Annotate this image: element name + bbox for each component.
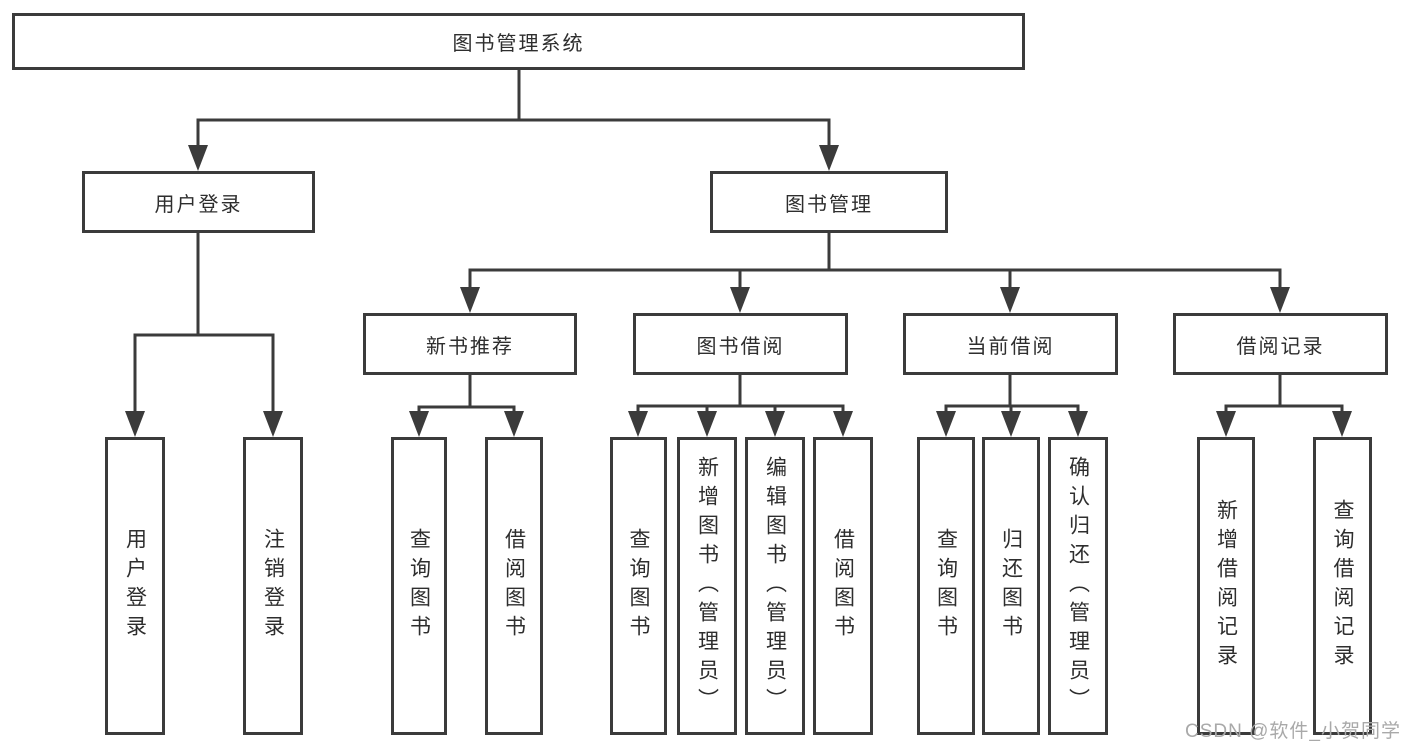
leaf-borrow-books-recommend-label: 借阅图书 xyxy=(502,528,526,644)
leaf-query-books-borrowing-label: 查询图书 xyxy=(627,528,650,644)
node-book-borrowing: 图书借阅 xyxy=(633,313,848,375)
leaf-confirm-return-admin-label: 确认归还（管理员） xyxy=(1066,455,1090,717)
node-current-borrowing: 当前借阅 xyxy=(903,313,1118,375)
node-root-label: 图书管理系统 xyxy=(452,33,585,55)
leaf-borrow-books-recommend: 借阅图书 xyxy=(485,437,543,735)
leaf-user-login: 用户登录 xyxy=(105,437,165,735)
leaf-return-books: 归还图书 xyxy=(982,437,1040,735)
leaf-borrow-books-borrowing-label: 借阅图书 xyxy=(831,528,855,644)
leaf-add-book-admin: 新增图书（管理员） xyxy=(677,437,737,735)
leaf-logout-label: 注销登录 xyxy=(261,528,285,644)
leaf-user-login-label: 用户登录 xyxy=(123,528,147,644)
leaf-return-books-label: 归还图书 xyxy=(999,528,1023,644)
node-book-management: 图书管理 xyxy=(710,171,948,233)
leaf-add-borrow-record: 新增借阅记录 xyxy=(1197,437,1255,735)
leaf-query-borrow-record: 查询借阅记录 xyxy=(1313,437,1372,735)
node-book-borrowing-label: 图书借阅 xyxy=(696,335,785,358)
leaf-query-books-recommend: 查询图书 xyxy=(391,437,447,735)
node-borrowing-records: 借阅记录 xyxy=(1173,313,1388,375)
edge-borrowing-split xyxy=(636,404,845,416)
node-user-login: 用户登录 xyxy=(82,171,315,233)
leaf-add-borrow-record-label: 新增借阅记录 xyxy=(1214,499,1238,673)
leaf-edit-book-admin-label: 编辑图书（管理员） xyxy=(763,455,787,717)
edge-bookmgmt-split xyxy=(468,268,1282,292)
leaf-edit-book-admin: 编辑图书（管理员） xyxy=(745,437,805,735)
node-borrowing-records-label: 借阅记录 xyxy=(1236,335,1325,358)
edge-userlogin-split xyxy=(133,333,275,414)
edge-records-split xyxy=(1224,404,1344,416)
leaf-borrow-books-borrowing: 借阅图书 xyxy=(813,437,873,735)
leaf-add-book-admin-label: 新增图书（管理员） xyxy=(695,455,719,717)
node-root: 图书管理系统 xyxy=(12,13,1025,70)
edge-recommend-split xyxy=(417,405,516,416)
arrowheads xyxy=(125,145,1352,437)
leaf-query-books-borrowing: 查询图书 xyxy=(610,437,667,735)
leaf-query-borrow-record-label: 查询借阅记录 xyxy=(1331,499,1354,673)
leaf-logout: 注销登录 xyxy=(243,437,303,735)
node-new-book-recommendation: 新书推荐 xyxy=(363,313,577,375)
node-book-management-label: 图书管理 xyxy=(785,193,873,216)
csdn-watermark: CSDN @软件_小贺同学 xyxy=(1185,721,1401,742)
node-current-borrowing-label: 当前借阅 xyxy=(966,335,1055,358)
leaf-query-books-current: 查询图书 xyxy=(917,437,975,735)
node-user-login-label: 用户登录 xyxy=(154,193,243,216)
edge-root-split xyxy=(196,118,831,150)
node-new-book-recommendation-label: 新书推荐 xyxy=(426,335,514,358)
leaf-query-books-current-label: 查询图书 xyxy=(934,528,958,644)
leaf-query-books-recommend-label: 查询图书 xyxy=(407,528,431,644)
leaf-confirm-return-admin: 确认归还（管理员） xyxy=(1048,437,1108,735)
